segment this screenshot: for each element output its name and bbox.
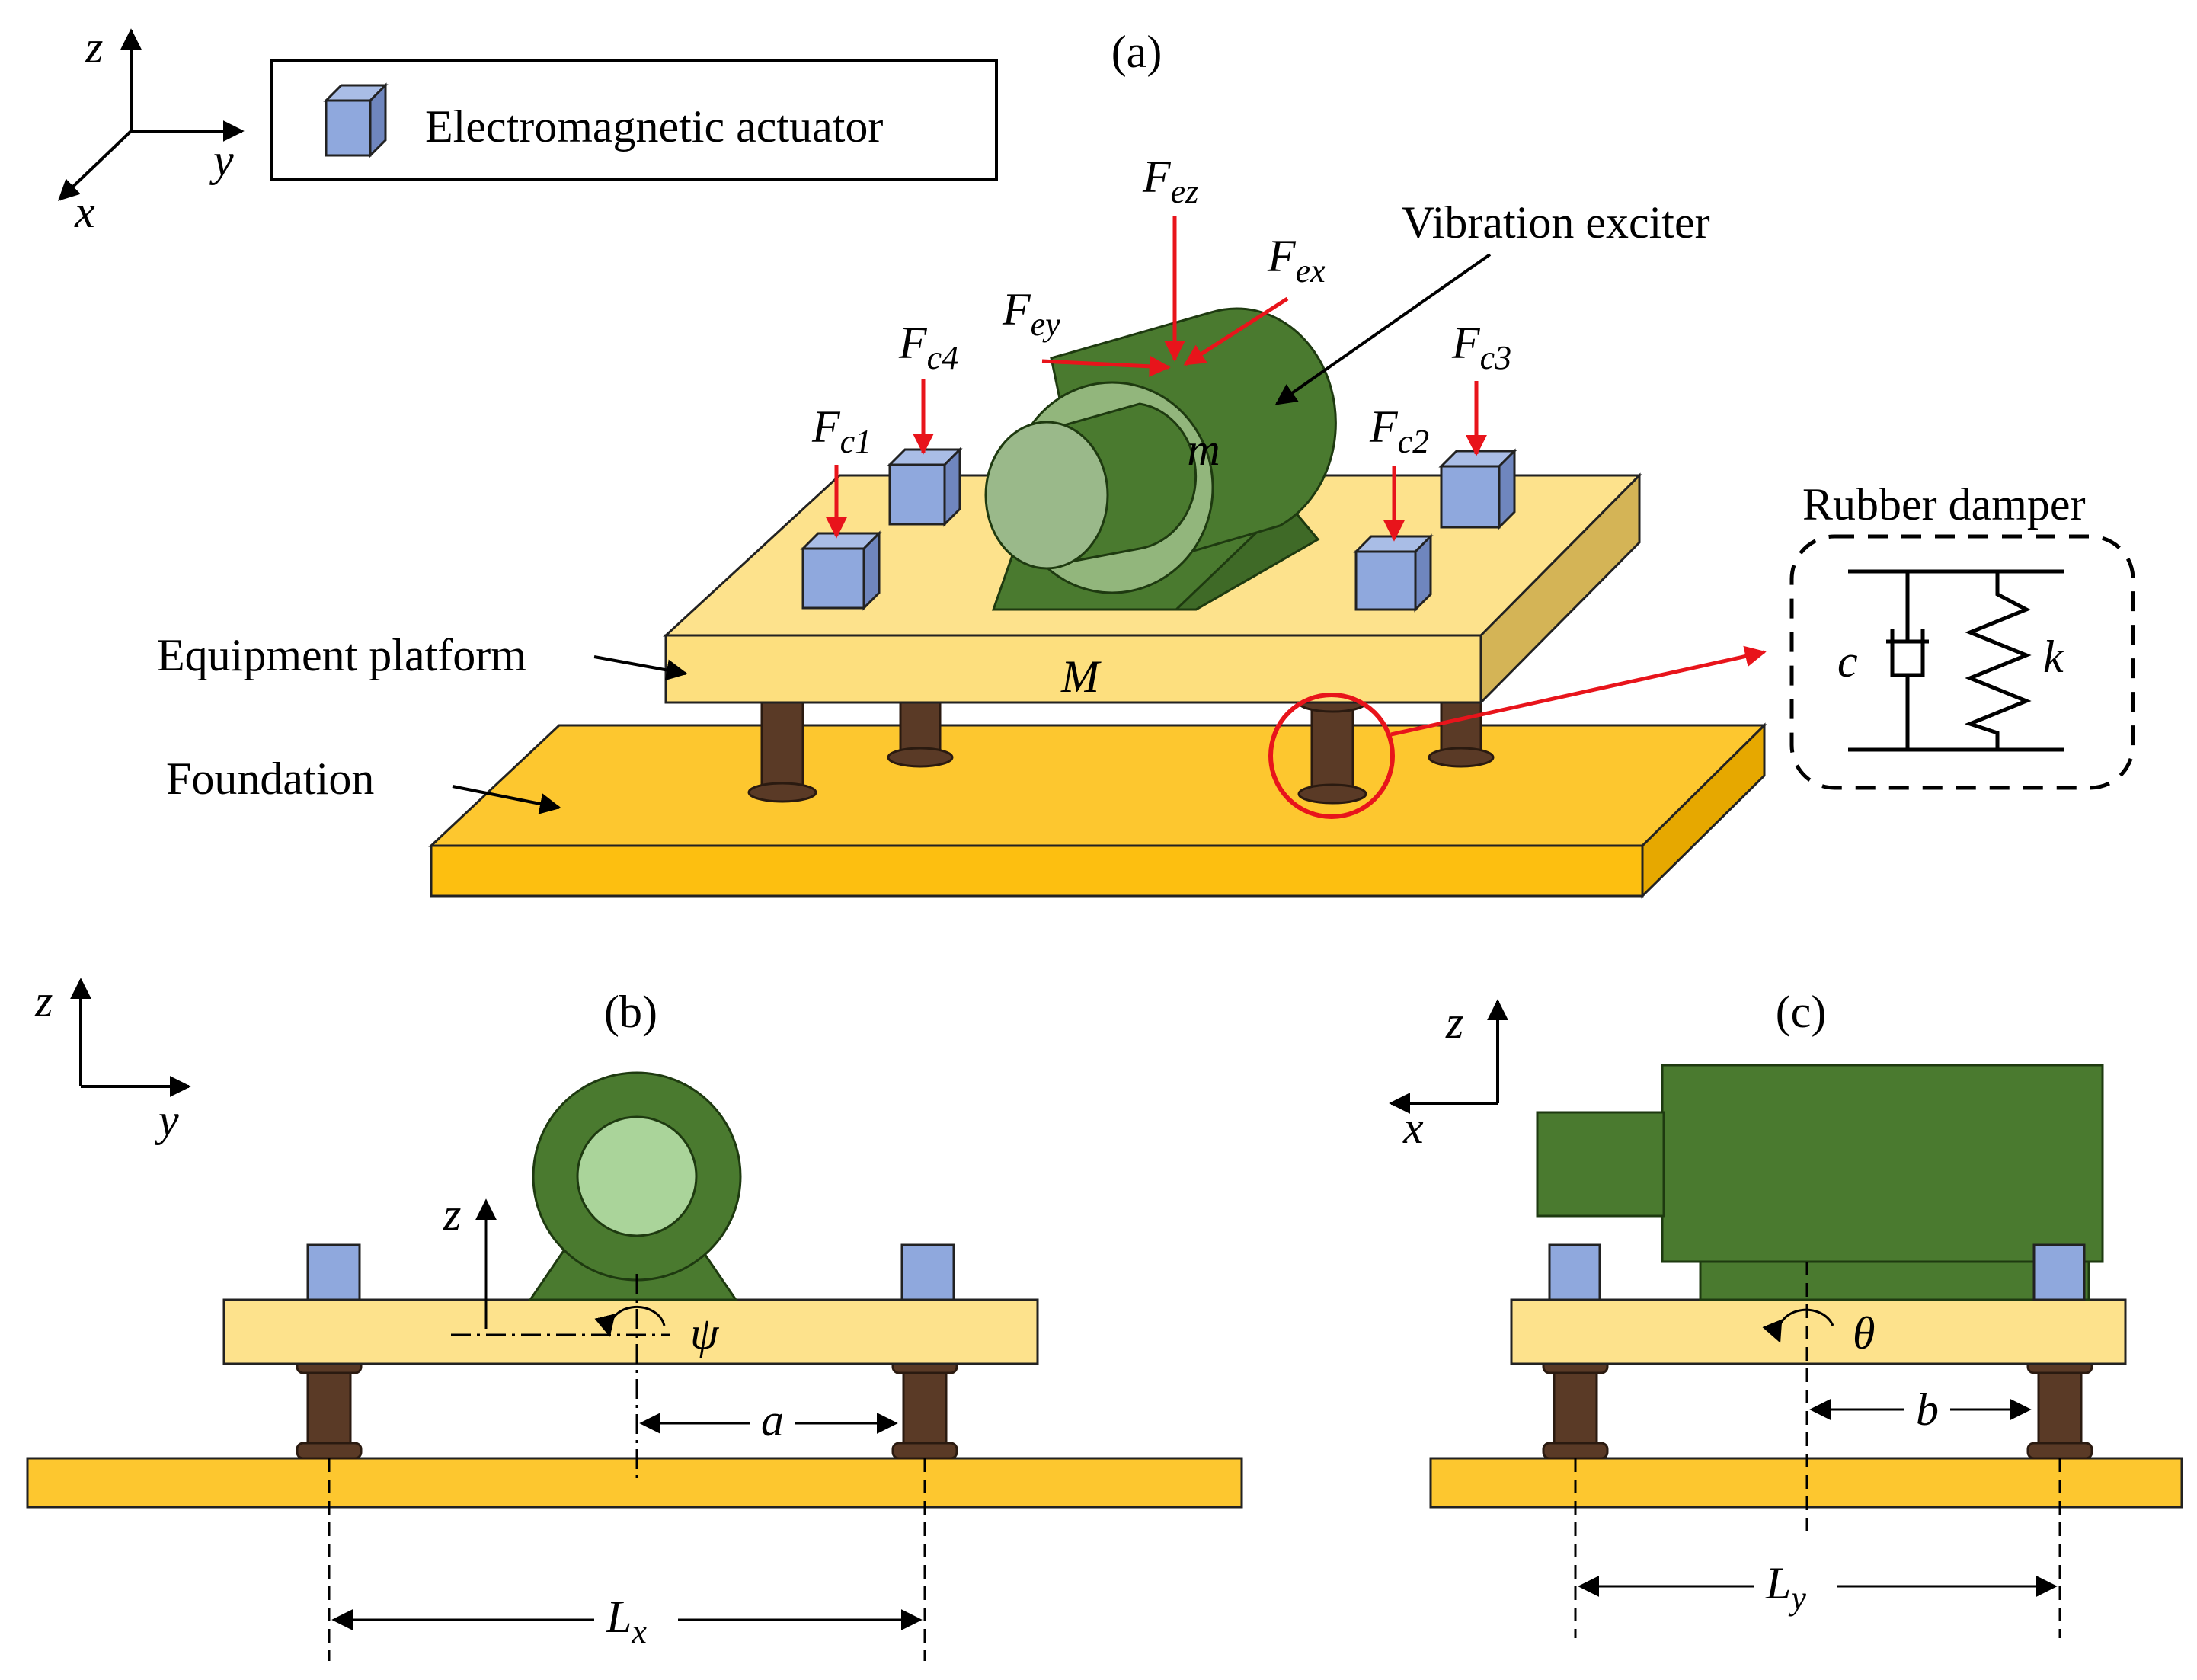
force-label-c2: Fc2 [1369,402,1429,460]
damper-detail-pointer [1390,645,1767,737]
force-labels: Fc1 Fc4 Fc2 Fc3 Fez Fex Fey [811,152,1511,460]
motor-side-view-c [1536,1064,2104,1301]
axis-z-label-c: z [1445,997,1463,1048]
motor-mass-label: m [1187,424,1220,475]
force-label-ey: Fey [1002,284,1060,343]
damping-label: c [1837,636,1858,686]
foundation-label: Foundation [166,754,374,804]
damper-front-right [1297,692,1367,805]
force-label-ez: Fez [1142,152,1198,210]
rotation-theta-arrow [1762,1308,1834,1343]
vibration-exciter-label: Vibration exciter [1402,197,1710,248]
platform-side-c [1510,1298,2127,1365]
panel-b-label: (b) [604,987,657,1037]
legend-actuator-label: Electromagnetic actuator [425,101,883,152]
panel-a-label: (a) [1111,27,1162,77]
axis-y-label-a: y [209,135,234,185]
axis-triad-c [1389,999,1508,1114]
force-label-c1: Fc1 [811,402,871,460]
rubber-damper-detail: Rubber damper c k [1789,479,2135,790]
axis-z-label-a: z [85,22,103,72]
force-arrow-ey [1041,355,1171,377]
rotation-theta-label: θ [1853,1308,1875,1358]
panel-c-label: (c) [1776,987,1827,1037]
force-label-ex: Fex [1267,231,1326,290]
panel-a: (a) z y x Electromagnetic actuator [57,22,2135,899]
stiffness-label: k [2043,632,2064,682]
axis-x-label-a: x [74,187,95,237]
actuator-c4 [887,446,963,527]
foundation-front-b [26,1457,1243,1509]
actuator-c-left [1548,1243,1601,1301]
actuator-c2 [1353,533,1434,613]
dimension-b-bg [1904,1381,1950,1434]
vibration-exciter-pointer [1274,253,1492,405]
dimension-b-label: b [1916,1384,1939,1435]
force-label-c4: Fc4 [898,318,958,376]
platform-mass-label: M [1060,651,1102,702]
dimension-Lx-label: Lx [606,1592,647,1650]
rotation-psi-label: ψ [690,1308,720,1358]
platform-front-b [222,1298,1039,1365]
damper-back-right [1428,692,1495,768]
motor-end-view-b [528,1071,742,1301]
local-z-label-b: z [443,1189,461,1240]
rotation-psi-arrow [594,1305,666,1337]
force-arrows [826,216,1487,542]
force-label-c3: Fc3 [1451,318,1511,376]
rubber-damper-label: Rubber damper [1802,479,2086,530]
rubber-dampers-b [296,1356,958,1460]
actuator-c-right [2032,1243,2086,1301]
damper-highlight-circle [1268,693,1395,819]
vibration-exciter-3d [984,307,1337,611]
equipment-platform-pointer [593,655,688,681]
actuator-b-right [900,1243,955,1301]
dimension-Lx-bg [594,1586,678,1655]
dimension-Ly-label: Ly [1765,1558,1806,1617]
axis-z-label-b: z [34,976,53,1026]
actuator-c3 [1438,448,1517,530]
actuator-b-left [306,1243,361,1301]
axis-triad-a [57,28,245,201]
axis-triad-b [70,978,191,1097]
panel-b: (b) z y z [26,976,1243,1661]
foundation-3d [428,722,1767,899]
equipment-platform-label: Equipment platform [157,630,526,680]
actuator-c1 [800,530,882,611]
dimension-Ly-bg [1754,1554,1837,1623]
foundation-pointer [452,785,561,814]
legend-actuator-icon [323,82,389,158]
panel-c: (c) z x θ [1389,987,2183,1638]
dimension-a-bg [750,1396,795,1449]
dimension-a-label: a [761,1395,784,1445]
axis-x-label-c: x [1402,1102,1424,1153]
axis-y-label-b: y [154,1095,179,1145]
legend-box: Electromagnetic actuator [270,59,998,181]
rubber-dampers-c [1542,1356,2093,1460]
force-arrow-ex [1183,296,1289,366]
